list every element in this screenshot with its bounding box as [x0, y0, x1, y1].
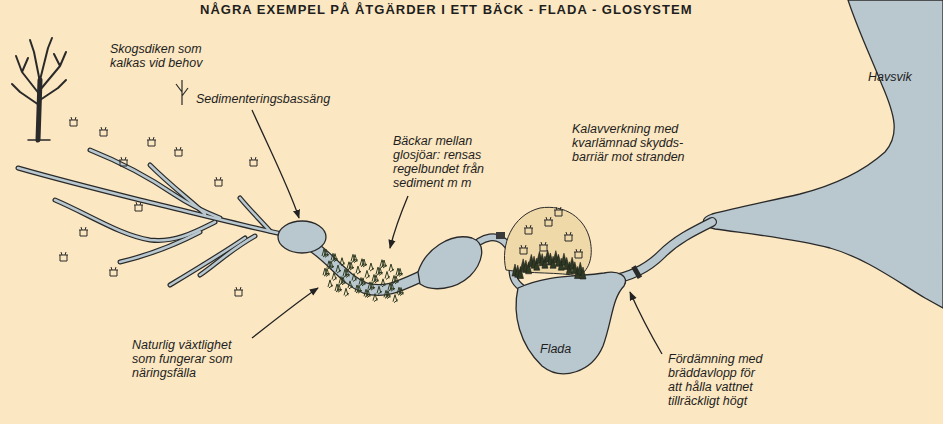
- vegetation-stroke: [393, 295, 398, 303]
- tree-stump: [524, 225, 533, 234]
- tree-stumps: [59, 117, 583, 296]
- vegetation-stroke: [378, 267, 383, 275]
- vegetation-stroke: [325, 268, 330, 276]
- tree-stump: [174, 147, 183, 156]
- vegetation-stroke: [399, 288, 404, 296]
- tree-stump: [69, 117, 78, 126]
- vegetation-stroke: [345, 269, 350, 277]
- vegetation-stroke: [344, 288, 349, 296]
- tree-stump: [234, 287, 243, 296]
- sediment-basin: [278, 221, 326, 253]
- tree-stump: [574, 249, 583, 258]
- note-label: Naturlig växtlighet som fungerar som när…: [132, 338, 248, 380]
- tree-stump: [564, 232, 573, 241]
- vegetation-stroke: [356, 266, 361, 274]
- tree-stump: [134, 202, 143, 211]
- vegetation-stroke: [357, 285, 362, 293]
- barrier-tree: [580, 267, 586, 279]
- vegetation-stroke: [398, 268, 403, 276]
- title: NÅGRA EXEMPEL PÅ ÅTGÄRDER I ETT BÄCK - F…: [200, 2, 692, 17]
- dam: [631, 265, 642, 279]
- vegetation-trap: [322, 249, 404, 303]
- water-name: Flada: [540, 342, 590, 356]
- vegetation-stroke: [353, 255, 358, 263]
- vegetation-stroke: [366, 290, 371, 298]
- vegetation-stroke: [369, 263, 374, 271]
- tree-stump: [79, 227, 88, 236]
- note-label: Sedimenteringsbassäng: [196, 92, 366, 106]
- vegetation-stroke: [328, 280, 333, 288]
- vegetation-stroke: [373, 294, 378, 302]
- tree: [12, 38, 66, 140]
- vegetation-stroke: [337, 284, 342, 292]
- tree-stump: [109, 267, 118, 276]
- vegetation-stroke: [390, 283, 395, 291]
- sea-bay: [703, 0, 943, 308]
- vegetation-stroke: [340, 258, 345, 266]
- sapling: [176, 80, 188, 105]
- tree-stump: [519, 245, 528, 254]
- flada-lake: [516, 272, 626, 373]
- vegetation-stroke: [365, 270, 370, 278]
- tree-stump: [249, 157, 258, 166]
- tree-stump: [119, 157, 128, 166]
- water-name: Havsvik: [868, 70, 928, 84]
- vegetation-stroke: [377, 286, 382, 294]
- vegetation-stroke: [332, 273, 337, 281]
- vegetation-stroke: [362, 259, 367, 267]
- vegetation-stroke: [370, 282, 375, 290]
- note-label: Kalavverkning med kvarlämnad skydds- bar…: [572, 122, 694, 164]
- stream-structure: [496, 232, 505, 239]
- vegetation-stroke: [381, 279, 386, 287]
- tree-stump: [99, 127, 108, 136]
- note-label: Skogsdiken som kalkas vid behov: [110, 42, 210, 70]
- tree-stump: [554, 207, 563, 216]
- vegetation-stroke: [394, 276, 399, 284]
- vegetation-stroke: [374, 275, 379, 283]
- glo-lake: [418, 237, 482, 289]
- vegetation-stroke: [385, 271, 390, 279]
- vegetation-stroke: [341, 277, 346, 285]
- vegetation-stroke: [333, 254, 338, 262]
- tree-stump: [147, 137, 156, 146]
- tree-stump: [544, 217, 553, 226]
- vegetation-stroke: [386, 291, 391, 299]
- vegetation-stroke: [382, 260, 387, 268]
- vegetation-stroke: [361, 278, 366, 286]
- forest-ditches: [18, 150, 282, 285]
- note-label: Fördämning med bräddavlopp för att hålla…: [668, 352, 772, 408]
- vegetation-stroke: [348, 281, 353, 289]
- vegetation-stroke: [324, 249, 329, 257]
- vegetation-stroke: [336, 265, 341, 273]
- tree-stump: [214, 177, 223, 186]
- vegetation-stroke: [352, 274, 357, 282]
- note-label: Bäckar mellan glosjöar: rensas regelbund…: [393, 134, 497, 190]
- tree-stump: [539, 242, 548, 251]
- tree-stump: [59, 252, 68, 261]
- vegetation-stroke: [389, 264, 394, 272]
- vegetation-stroke: [329, 261, 334, 269]
- vegetation-stroke: [349, 262, 354, 270]
